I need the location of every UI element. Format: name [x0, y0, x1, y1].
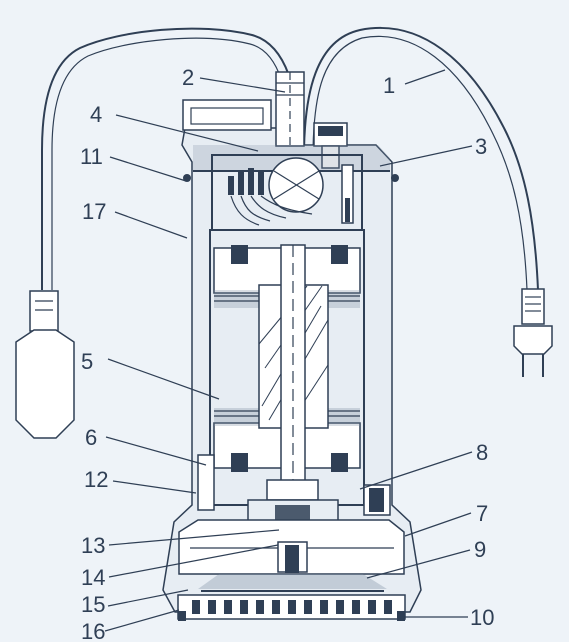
seal-ring-marker-right	[391, 174, 399, 182]
callout-4: 4	[90, 102, 102, 127]
handle	[182, 99, 272, 131]
wiring-chamber	[211, 154, 363, 231]
label-leaders	[104, 69, 473, 632]
power-cable	[303, 27, 539, 291]
cable-gland	[313, 122, 348, 169]
impeller	[198, 574, 387, 592]
pump-casing	[178, 519, 405, 575]
callout-6: 6	[85, 425, 97, 450]
callout-2: 2	[182, 65, 194, 90]
seal-ring-marker	[183, 174, 191, 182]
callout-14: 14	[81, 565, 105, 590]
callout-12: 12	[84, 467, 108, 492]
discharge-outlet	[275, 71, 305, 147]
plug-icon	[513, 288, 553, 377]
callout-labels: 1 2 3 4 5 6 7 8 9 10 11 12 13 14 15 16 1…	[80, 65, 494, 642]
base-strainer	[177, 594, 406, 621]
callout-16: 16	[81, 619, 105, 642]
callout-8: 8	[476, 440, 488, 465]
callout-17: 17	[82, 199, 106, 224]
power-cable-inner-line	[312, 35, 528, 291]
callout-9: 9	[474, 537, 486, 562]
callout-13: 13	[81, 533, 105, 558]
float-switch	[15, 290, 75, 439]
callout-1: 1	[383, 73, 395, 98]
callout-7: 7	[476, 501, 488, 526]
callout-15: 15	[81, 592, 105, 617]
callout-3: 3	[475, 134, 487, 159]
callout-11: 11	[80, 144, 103, 169]
callout-5: 5	[81, 349, 93, 374]
callout-10: 10	[470, 605, 494, 630]
